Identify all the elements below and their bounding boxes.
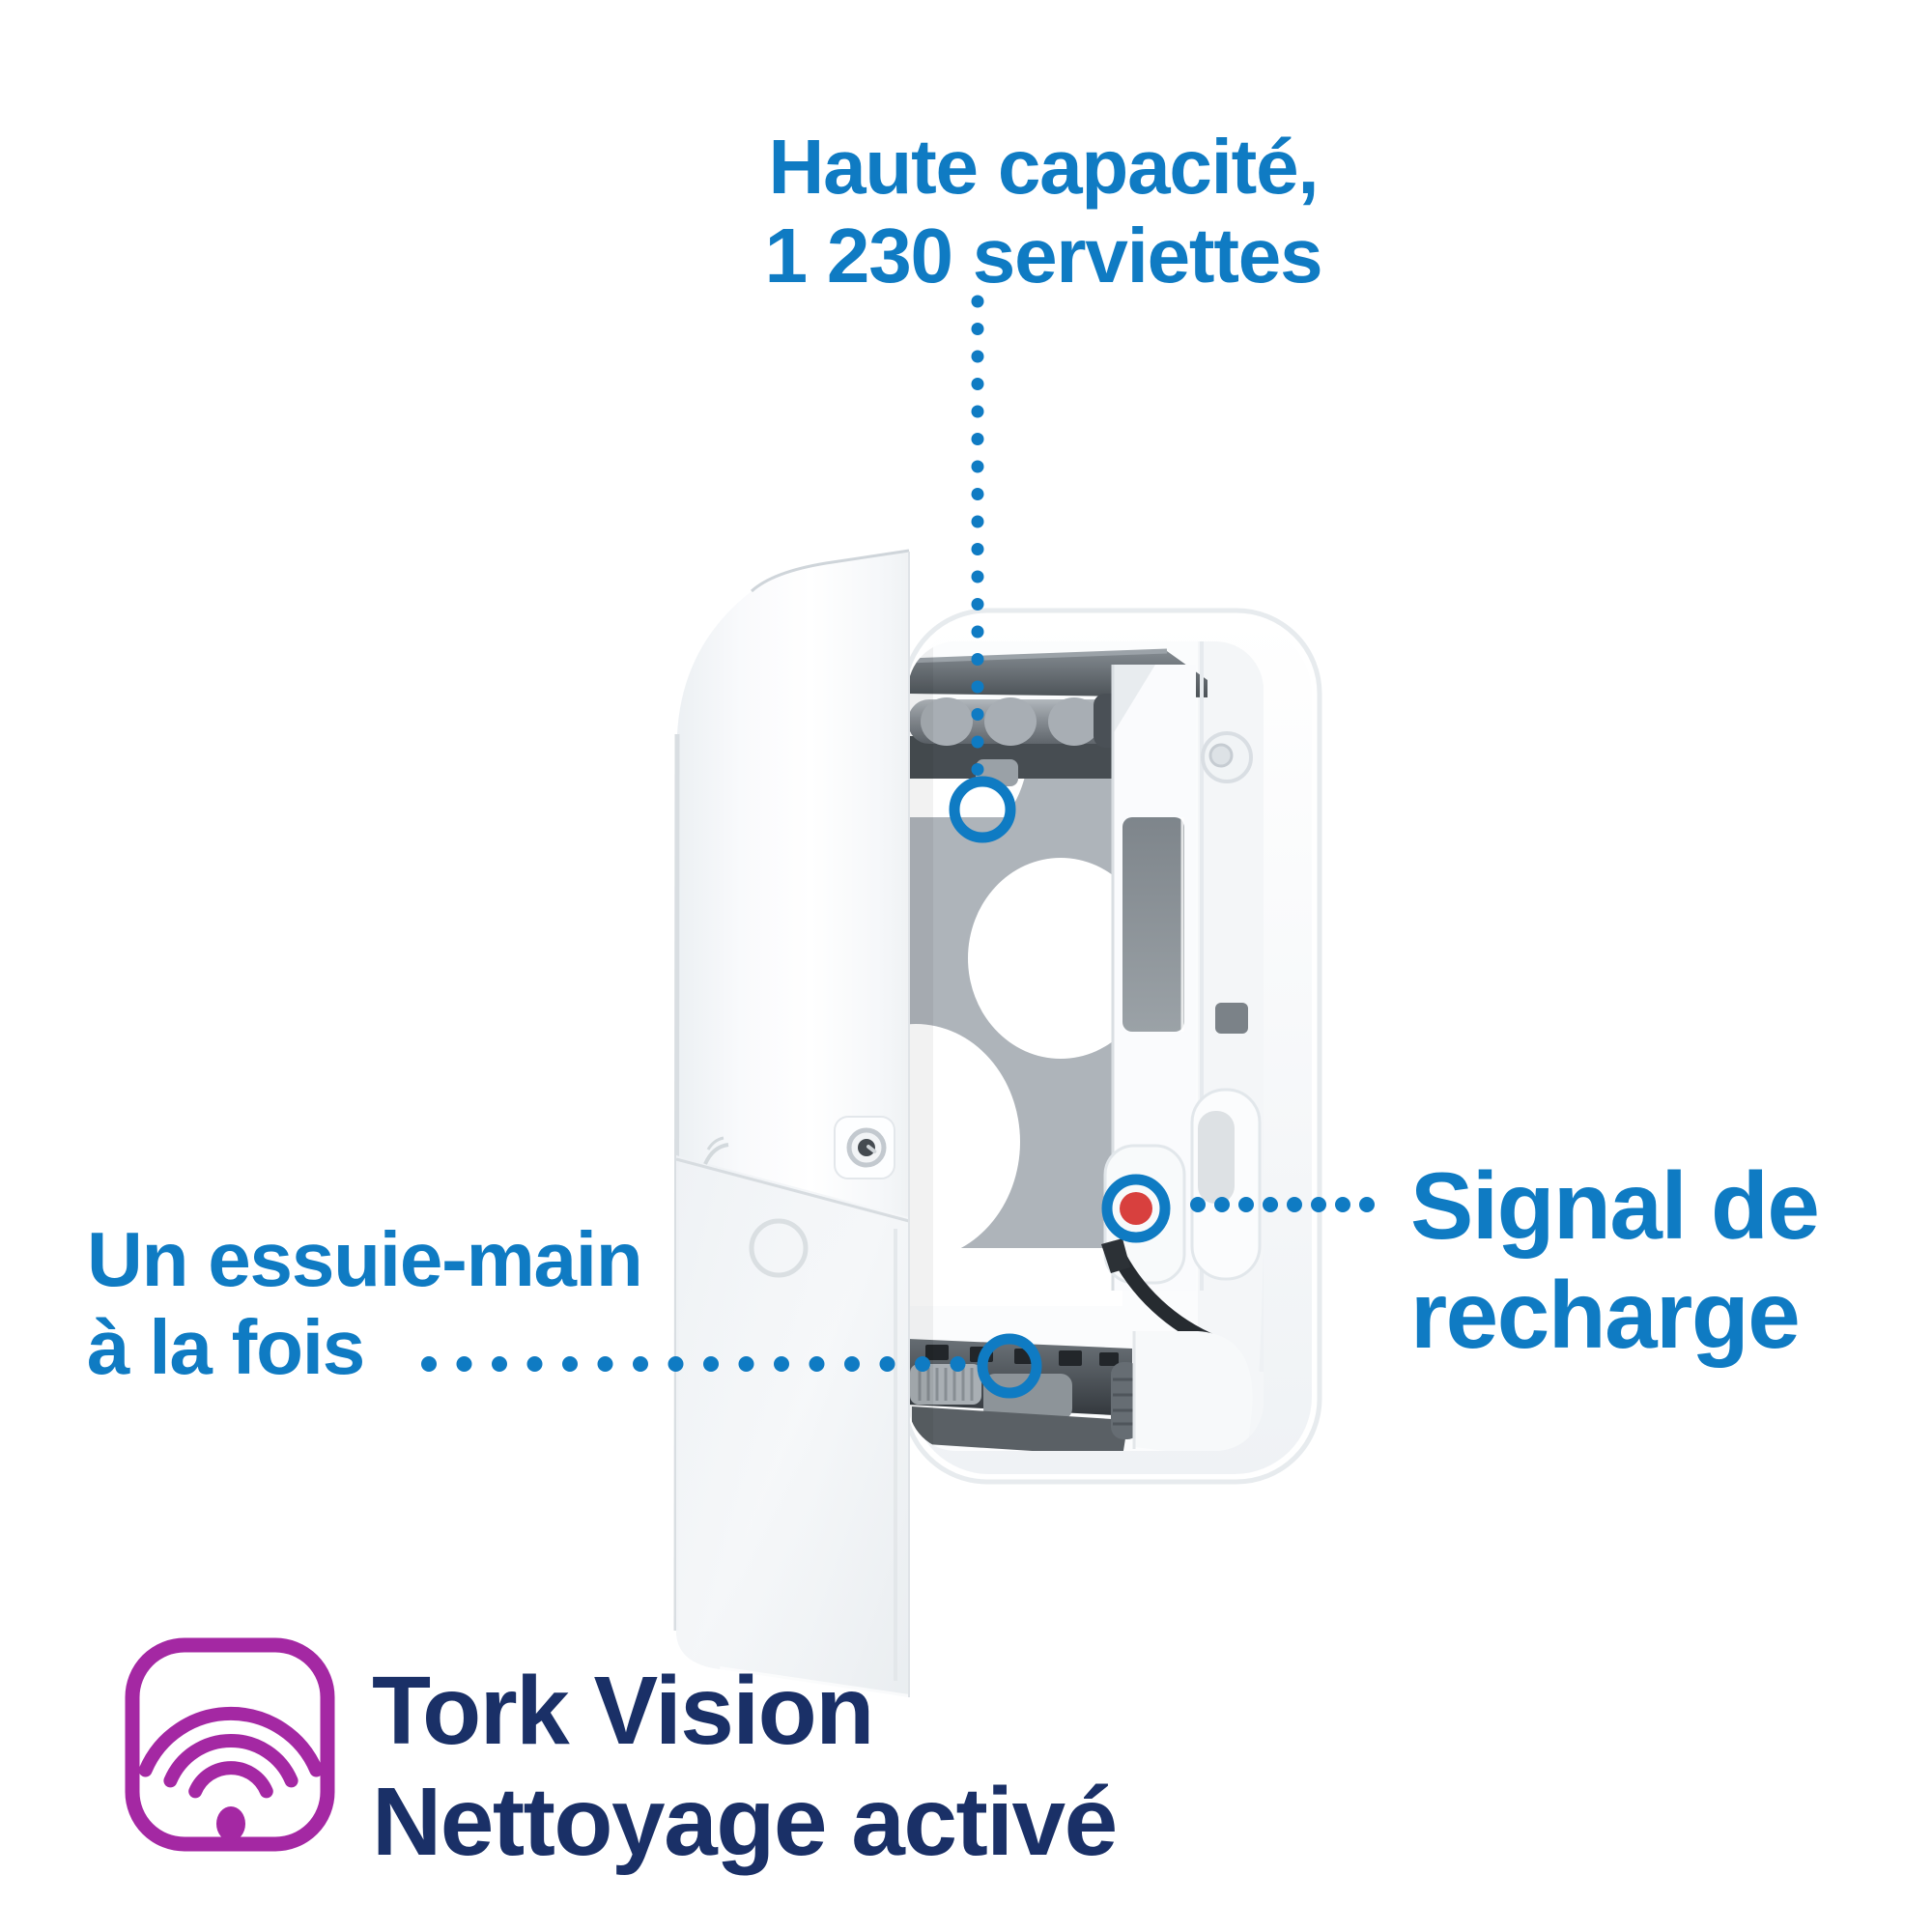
dispenser-cover <box>673 549 910 1700</box>
annotation-capacity-line1: Haute capacité, <box>768 124 1320 210</box>
annotation-refill-signal-line1: Signal de <box>1410 1152 1820 1259</box>
annotation-tork-vision: Tork Vision Nettoyage activé <box>372 1656 1118 1878</box>
single-towel-leader-line <box>421 1356 966 1372</box>
lock-keyhole <box>834 1116 895 1179</box>
annotation-refill-signal-line2: recharge <box>1410 1262 1801 1368</box>
single-towel-circle-highlight <box>977 1333 1042 1399</box>
annotation-capacity: Haute capacité, 1 230 serviettes <box>609 123 1478 300</box>
column-slot <box>1122 817 1184 1032</box>
dispense-mouth <box>908 1331 1253 1451</box>
capacity-circle-highlight <box>949 776 1016 843</box>
annotation-tork-vision-line1: Tork Vision <box>372 1657 874 1765</box>
side-clip <box>1215 1003 1248 1034</box>
tork-embossed-logo <box>703 1136 729 1165</box>
refill-leader-line <box>1190 1197 1375 1212</box>
annotation-refill-signal: Signal de recharge <box>1410 1151 1820 1370</box>
wifi-icon <box>125 1637 335 1852</box>
cover-frosted-panel <box>676 1155 909 1697</box>
annotation-single-towel-line1: Un essuie-main <box>87 1216 643 1302</box>
annotation-single-towel: Un essuie-main à la fois <box>87 1215 643 1391</box>
dispenser-body <box>901 608 1322 1485</box>
paper-stack <box>908 773 1153 1306</box>
annotation-capacity-line2: 1 230 serviettes <box>764 213 1323 298</box>
feed-roller <box>908 694 1126 786</box>
capacity-leader-line <box>971 295 984 776</box>
annotation-tork-vision-line2: Nettoyage activé <box>372 1768 1118 1876</box>
refill-circle-highlight <box>1101 1174 1171 1243</box>
annotation-single-towel-line2: à la fois <box>87 1304 365 1390</box>
refill-indicator-dot <box>1120 1192 1152 1225</box>
